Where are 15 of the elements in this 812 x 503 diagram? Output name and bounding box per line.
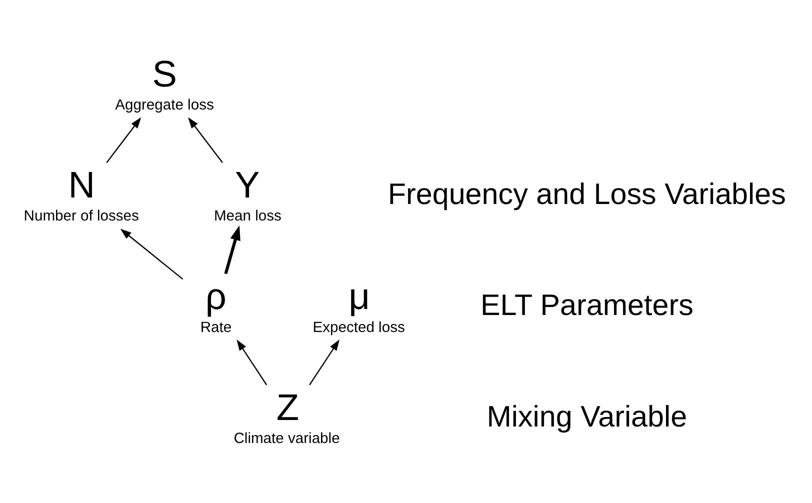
label: ELT Parameters bbox=[480, 288, 694, 322]
node-text: S Aggregate loss bbox=[115, 52, 214, 113]
node-text: Y Mean loss bbox=[214, 163, 282, 224]
arrow bbox=[106, 116, 142, 162]
node-text: ρ Rate bbox=[200, 274, 232, 336]
arrow bbox=[236, 338, 268, 385]
arrow bbox=[120, 228, 184, 280]
arrow bbox=[224, 224, 240, 274]
node-text: Z Climate variable bbox=[234, 385, 340, 446]
label: Frequency and Loss Variables bbox=[388, 178, 786, 211]
label: Mixing Variable bbox=[486, 400, 688, 433]
node-text: N Number of losses bbox=[24, 163, 139, 224]
arrow bbox=[309, 338, 340, 385]
node-text: μ Expected loss bbox=[312, 274, 405, 336]
arrow bbox=[188, 116, 223, 162]
